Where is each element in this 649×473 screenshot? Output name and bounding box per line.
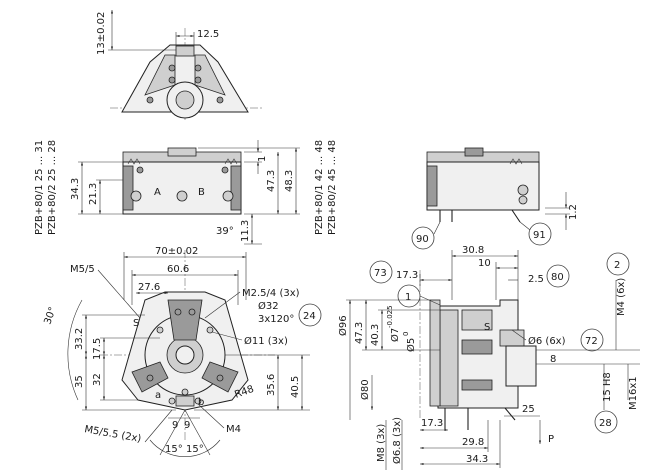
dim-angle-30: 30° <box>42 306 58 326</box>
dim-25: 25 <box>522 404 535 415</box>
thread-m4: M4 <box>226 424 241 435</box>
callout-73: 73 <box>374 268 387 279</box>
dim-32: 32 <box>92 373 103 386</box>
dim-27-6: 27.6 <box>138 282 160 293</box>
dim-1: 1 <box>257 156 268 162</box>
callout-90: 90 <box>416 234 429 245</box>
side-view-left: A B PZB+80/1 25 ... 31 PZB+80/2 25 ... 2… <box>34 140 300 245</box>
dim-height: 13±0.02 <box>96 12 107 55</box>
callout-91: 91 <box>533 230 546 241</box>
dim-d96: Ø96 <box>337 315 349 336</box>
thread-m5-5: M5/5.5 (2x) <box>83 424 142 445</box>
section-view: S 30.8 10 17.3 73 2.5 80 1 Ø96 47.3 40. <box>337 245 640 470</box>
side-view-right: PZB+80/1 42 ... 48 PZB+80/2 45 ... 48 1.… <box>314 140 579 250</box>
top-view: 12.5 13±0.02 <box>96 10 262 120</box>
dim-40-3: 40.3 <box>370 324 381 346</box>
dim-width: 12.5 <box>197 29 219 40</box>
note-d32: Ø32 <box>258 300 279 312</box>
thread-m4-6x: M4 (6x) <box>616 278 627 316</box>
dim-47-3: 47.3 <box>266 170 277 192</box>
model-label-1: PZB+80/1 25 ... 31 <box>34 140 45 235</box>
dim-34-3: 34.3 <box>70 178 81 200</box>
dim-1-2: 1.2 <box>568 204 579 220</box>
dim-8: 8 <box>550 354 556 365</box>
dim-d7-tol: -0.025 <box>386 305 394 328</box>
dim-9-b: 9 <box>184 420 190 431</box>
callout-72: 72 <box>585 336 598 347</box>
dim-15a: 15° <box>165 444 183 455</box>
dim-17-5: 17.5 <box>92 338 103 360</box>
dim-48-3: 48.3 <box>284 170 295 192</box>
marker-b: B <box>198 187 205 198</box>
dim-d80: Ø80 <box>359 379 371 400</box>
dim-d5-tol: 0 <box>402 332 410 336</box>
dim-10: 10 <box>478 258 491 269</box>
dim-29-8: 29.8 <box>462 437 484 448</box>
dim-34-3-bot: 34.3 <box>466 454 488 465</box>
marker-s-section: S <box>484 322 490 333</box>
dim-15b: 15° <box>186 444 204 455</box>
dim-d5: Ø5 <box>405 338 417 352</box>
model-label-4: PZB+80/2 45 ... 48 <box>327 140 338 235</box>
dim-angle-39: 39° <box>216 226 234 237</box>
thread-m5: M5/5 <box>70 264 95 275</box>
dim-17-3-top: 17.3 <box>396 270 418 281</box>
dim-30-8: 30.8 <box>462 245 484 256</box>
marker-a: A <box>154 187 161 198</box>
dim-70: 70±0.02 <box>155 246 198 257</box>
dim-11-3: 11.3 <box>240 220 251 242</box>
callout-28: 28 <box>599 418 612 429</box>
dim-35: 35 <box>74 375 85 388</box>
dim-d7: Ø7 <box>389 328 401 342</box>
dim-d6-6x: Ø6 (6x) <box>528 335 566 347</box>
dim-9-a: 9 <box>172 420 178 431</box>
marker-a-front: a <box>155 390 161 401</box>
thread-m16: M16x1 <box>628 376 639 410</box>
dim-17-3-bot: 17.3 <box>421 418 443 429</box>
callout-1: 1 <box>405 292 411 303</box>
dim-d6-8: Ø6.8 (3x) <box>391 417 403 464</box>
marker-b-front: b <box>198 397 204 408</box>
dim-21-3: 21.3 <box>88 183 99 205</box>
model-label-2: PZB+80/2 25 ... 28 <box>47 140 58 235</box>
dim-p: P <box>548 434 554 445</box>
dim-35-6: 35.6 <box>266 374 277 396</box>
callout-80: 80 <box>551 272 564 283</box>
dim-2-5: 2.5 <box>528 274 544 285</box>
note-d11: Ø11 (3x) <box>244 335 288 347</box>
model-label-3: PZB+80/1 42 ... 48 <box>314 140 325 235</box>
note-m2-5: M2.5/4 (3x) <box>242 288 300 299</box>
dim-33-2: 33.2 <box>74 328 85 350</box>
callout-24: 24 <box>303 311 316 322</box>
note-3x120: 3x120° <box>258 314 294 325</box>
thread-m8: M8 (3x) <box>376 424 387 462</box>
dim-47-3-sec: 47.3 <box>354 322 365 344</box>
callout-2: 2 <box>614 260 620 271</box>
dim-15h8: 15 H8 <box>602 372 613 402</box>
dim-60-6: 60.6 <box>167 264 189 275</box>
marker-s: S <box>133 318 139 329</box>
dim-40-5: 40.5 <box>290 376 301 398</box>
front-view: S a b 70±0.02 60.6 27.6 M5/5 30° 33.2 17… <box>42 246 322 457</box>
